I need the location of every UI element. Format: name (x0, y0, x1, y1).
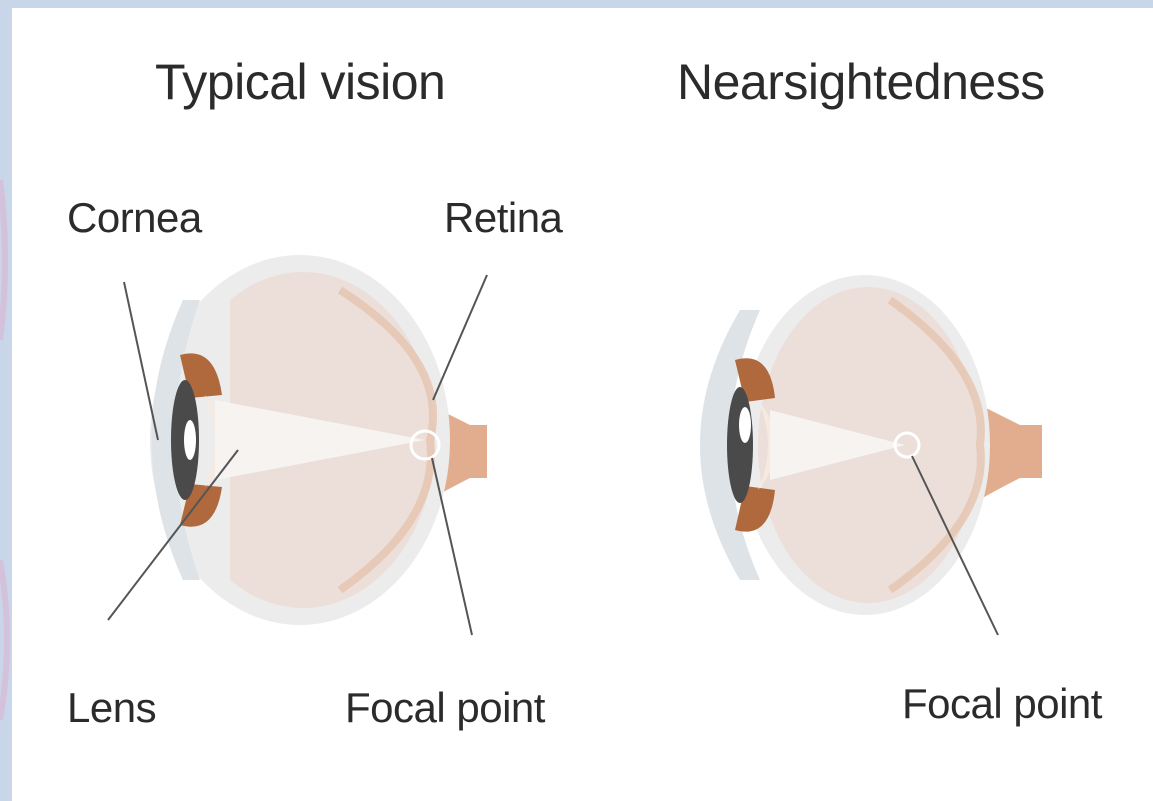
label-lens: Lens (67, 684, 156, 732)
label-focal-point-nearsighted: Focal point (902, 680, 1102, 728)
leader-line-retina (433, 275, 487, 400)
heading-typical-vision: Typical vision (155, 53, 445, 111)
typical-eye (150, 250, 487, 630)
label-retina: Retina (444, 194, 562, 242)
label-focal-point-typical: Focal point (345, 684, 545, 732)
pupil-nearsighted (727, 387, 753, 503)
nearsighted-eye (700, 275, 1042, 615)
diagram-card: Typical vision Nearsightedness Cornea Re… (12, 8, 1153, 801)
label-cornea: Cornea (67, 194, 202, 242)
heading-nearsightedness: Nearsightedness (677, 53, 1045, 111)
leader-line-cornea (124, 282, 158, 440)
